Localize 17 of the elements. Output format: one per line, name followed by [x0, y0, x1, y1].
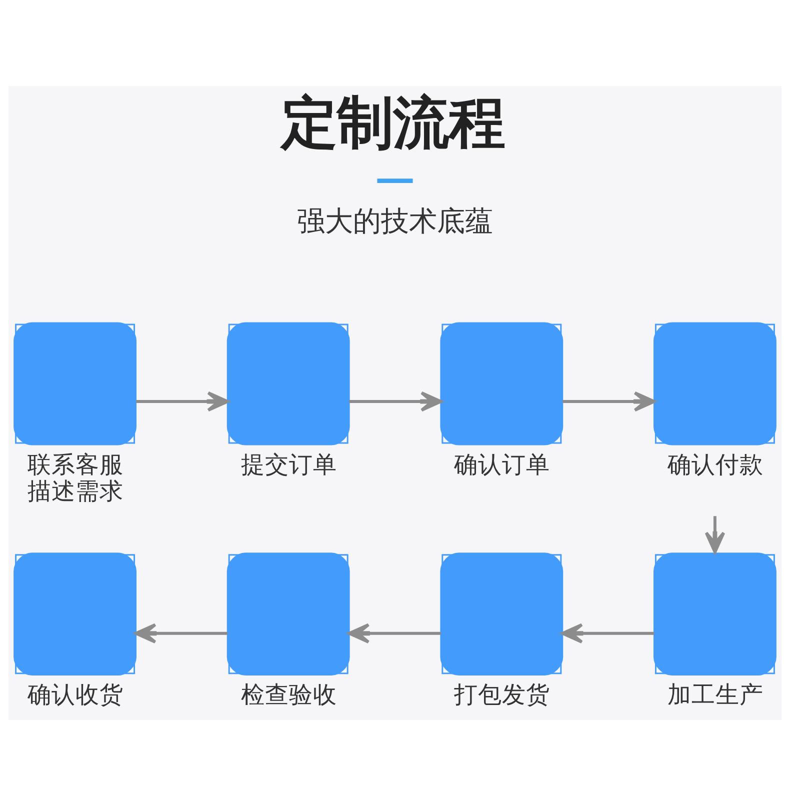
- node-label: 确认订单: [454, 450, 550, 478]
- node-label: 确认付款: [668, 450, 764, 478]
- node-label: 打包发货: [454, 680, 550, 709]
- diagram-title: 定制流程: [280, 91, 505, 156]
- arrow: [704, 516, 726, 554]
- node-label: 加工生产: [668, 680, 764, 709]
- arrow: [348, 623, 441, 644]
- arrow: [136, 391, 230, 412]
- node-label: 检查验收: [240, 680, 337, 709]
- arrow: [134, 623, 228, 644]
- arrow: [349, 391, 442, 412]
- label: 强大的技术底蕴: [297, 204, 494, 238]
- arrow: [561, 623, 654, 644]
- node-label: 确认收货: [28, 680, 124, 709]
- node-label: 联系客服描述需求: [28, 450, 124, 505]
- arrow: [562, 391, 656, 412]
- node-label: 提交订单: [240, 450, 337, 478]
